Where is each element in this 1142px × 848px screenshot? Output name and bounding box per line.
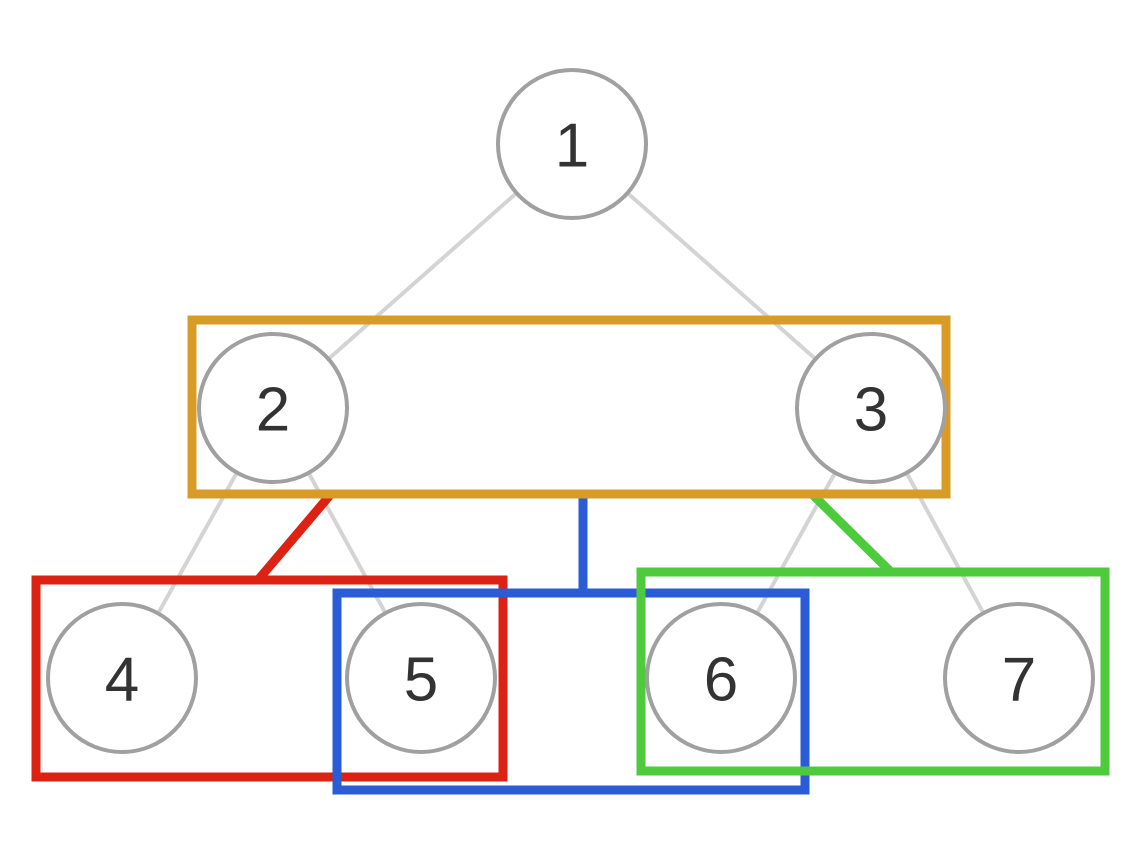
group-red[interactable]: red: 4, 5 [31, 575, 508, 782]
node-circle-6[interactable] [645, 602, 797, 754]
node-label-6: 6 [704, 646, 738, 715]
group-connectors-layer [254, 490, 895, 593]
tree-node-5[interactable]: 5 [345, 602, 497, 754]
node-label-5: 5 [404, 646, 438, 715]
node-label-4: 4 [105, 646, 139, 715]
tree-node-4[interactable]: 4 [46, 602, 198, 754]
connector-green [808, 490, 895, 576]
node-circle-1[interactable] [496, 68, 648, 220]
node-circle-2[interactable] [197, 332, 349, 484]
group-blue[interactable]: blue: 5, 6 [332, 588, 810, 795]
node-circle-5[interactable] [345, 602, 497, 754]
node-circle-7[interactable] [943, 602, 1095, 754]
tree-edge-1-2 [326, 190, 519, 362]
tree-node-7[interactable]: 7 [943, 602, 1095, 754]
tree-edge-1-3 [625, 190, 818, 362]
tree-nodes-layer: 1 2 3 4 5 6 7 [46, 68, 1095, 754]
tree-node-2[interactable]: 2 [197, 332, 349, 484]
tree-node-3[interactable]: 3 [795, 332, 947, 484]
group-green[interactable]: green: 6, 7 [636, 567, 1110, 776]
node-label-7: 7 [1002, 646, 1036, 715]
node-label-3: 3 [854, 376, 888, 445]
node-circle-3[interactable] [795, 332, 947, 484]
tree-node-6[interactable]: 6 [645, 602, 797, 754]
node-label-2: 2 [256, 376, 290, 445]
tree-node-1[interactable]: 1 [496, 68, 648, 220]
node-label-1: 1 [555, 112, 589, 181]
connector-red [254, 491, 335, 583]
node-circle-4[interactable] [46, 602, 198, 754]
group-boxes-layer: orange: 2, 3red: 4, 5blue: 5, 6green: 6,… [31, 315, 1110, 795]
